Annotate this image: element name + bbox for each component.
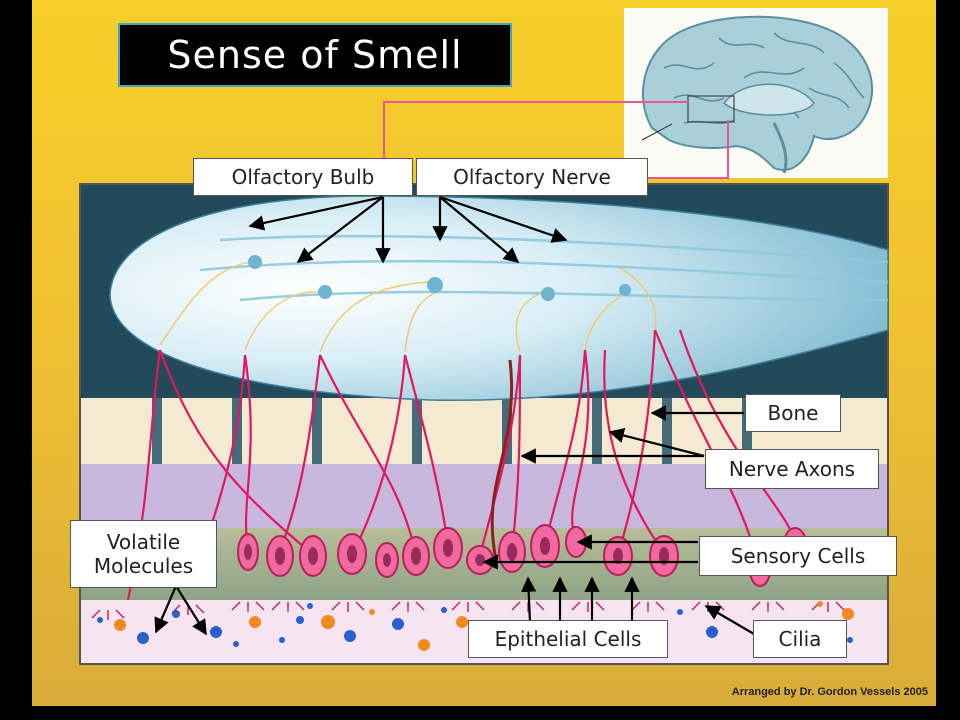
label-bone-text: Bone <box>767 401 819 425</box>
label-olfactory-nerve: Olfactory Nerve <box>416 158 648 196</box>
olfactory-bulb-shape <box>109 195 889 402</box>
label-volatile-text: Volatile <box>106 530 181 554</box>
inset-connector-lines <box>383 101 729 179</box>
label-molecules-text: Molecules <box>93 554 194 578</box>
pointer-arrows <box>154 195 755 636</box>
brain-inset-illustration <box>624 8 888 178</box>
cilia <box>91 601 845 620</box>
label-bone: Bone <box>745 394 841 432</box>
nerve-axons <box>126 329 797 601</box>
title-box: Sense of Smell <box>118 23 512 87</box>
label-sensory-cells-text: Sensory Cells <box>730 544 866 568</box>
label-nerve-axons: Nerve Axons <box>705 449 879 489</box>
label-olfactory-bulb: Olfactory Bulb <box>193 158 413 196</box>
label-nerve-axons-text: Nerve Axons <box>728 457 856 481</box>
label-epithelial-cells: Epithelial Cells <box>468 620 668 658</box>
credit-text: Arranged by Dr. Gordon Vessels 2005 <box>731 686 928 698</box>
label-olfactory-nerve-text: Olfactory Nerve <box>453 165 611 189</box>
volatile-molecules <box>97 601 854 651</box>
page-title: Sense of Smell <box>167 33 463 77</box>
label-cilia: Cilia <box>753 620 847 658</box>
label-olfactory-bulb-text: Olfactory Bulb <box>231 165 375 189</box>
label-sensory-cells: Sensory Cells <box>699 536 897 576</box>
label-epithelial-cells-text: Epithelial Cells <box>494 627 642 651</box>
label-volatile-molecules: Volatile Molecules <box>70 520 217 588</box>
label-cilia-text: Cilia <box>778 627 822 651</box>
